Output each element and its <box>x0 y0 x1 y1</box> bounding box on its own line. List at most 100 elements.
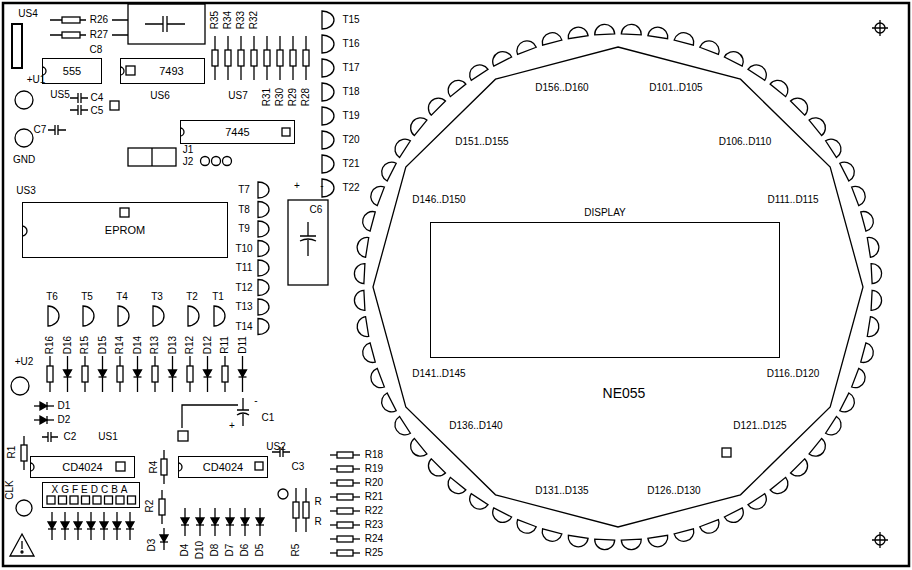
part-label: R5 <box>291 544 301 557</box>
solder-pad <box>110 101 119 110</box>
diode-symbol <box>99 376 107 377</box>
diode-symbol <box>48 522 56 529</box>
part-label: T2 <box>186 292 198 302</box>
part-label: R14 <box>115 336 125 354</box>
part-label: D6 <box>240 544 250 557</box>
part-label: D16 <box>63 336 73 354</box>
led-symbol <box>466 61 488 80</box>
diode-symbol <box>40 402 47 410</box>
led-symbol <box>867 236 880 257</box>
transistor-symbol <box>48 306 59 326</box>
solder-pad <box>255 462 263 470</box>
resistor-symbol <box>337 522 353 528</box>
diode-symbol <box>226 518 234 525</box>
header-pin <box>82 496 90 504</box>
resistor-symbol <box>117 366 123 382</box>
part-label: R12 <box>185 336 195 354</box>
part-label: R31 <box>262 88 272 106</box>
part-label: T12 <box>235 283 252 293</box>
led-group-outline <box>373 47 863 527</box>
led-group-label: D121..D125 <box>731 420 788 432</box>
chip-outline: CD4024 <box>30 456 135 478</box>
part-label: R23 <box>365 520 383 530</box>
part-label: D1 <box>58 401 71 411</box>
part-label: T13 <box>235 302 252 312</box>
transistor-symbol <box>322 83 334 101</box>
resistor-symbol <box>337 550 353 556</box>
capacitor-symbol <box>300 222 316 256</box>
part-label: R30 <box>275 88 285 106</box>
diode-symbol <box>256 518 264 525</box>
diode-symbol <box>181 524 189 525</box>
terminal-pad <box>15 91 33 109</box>
diode-symbol <box>134 370 142 377</box>
terminal-pad <box>278 489 288 499</box>
part-label: T7 <box>238 185 250 195</box>
part-label: US7 <box>228 91 247 101</box>
led-symbol <box>700 38 722 55</box>
led-symbol <box>700 520 722 537</box>
part-label: C5 <box>91 106 104 116</box>
part-label: NE055 <box>603 386 646 400</box>
diode-symbol <box>40 416 47 424</box>
part-label: R26 <box>90 15 108 25</box>
resistor-symbol <box>337 494 353 500</box>
terminal-pad <box>16 500 32 516</box>
part-label: R24 <box>365 534 383 544</box>
warning-mark <box>21 541 22 549</box>
part-label: US5 <box>50 90 69 100</box>
diode-symbol <box>61 522 69 529</box>
warning-mark <box>21 551 23 553</box>
diode-symbol <box>160 541 168 542</box>
led-symbol <box>356 236 369 257</box>
component-outlines <box>3 3 909 566</box>
chip-name: 555 <box>63 66 81 77</box>
resistor-symbol <box>212 50 218 66</box>
transistor-symbol <box>322 11 334 29</box>
display-heading: DISPLAY <box>584 208 626 218</box>
part-label: - <box>254 396 257 406</box>
part-label: R15 <box>80 336 90 354</box>
led-group-label: D126..D130 <box>645 485 702 497</box>
part-label: R13 <box>150 336 160 354</box>
part-label: US6 <box>150 91 169 101</box>
transistor-symbol <box>118 306 129 326</box>
part-label: D15 <box>98 336 108 354</box>
led-symbol <box>466 494 488 513</box>
part-label: R4 <box>149 461 159 474</box>
solder-pad <box>126 66 135 75</box>
mounting-hole-cross <box>872 532 888 548</box>
transistor-symbol <box>258 280 269 296</box>
led-group-label: D116..D120 <box>765 368 822 380</box>
resistor-symbol <box>303 50 309 66</box>
display-outline: DISPLAY <box>430 222 780 358</box>
part-label: R28 <box>301 88 311 106</box>
diode-symbol <box>169 370 177 377</box>
part-label: T6 <box>46 292 58 302</box>
part-label: C8 <box>90 45 103 55</box>
chip-outline: EPROM <box>22 202 228 258</box>
part-label: T1 <box>212 292 224 302</box>
transistor-symbol <box>258 241 269 257</box>
diode-symbol <box>46 402 47 410</box>
header-pin <box>128 496 136 504</box>
diode-symbol <box>64 376 72 377</box>
part-label: T15 <box>342 15 359 25</box>
diode-symbol <box>134 376 142 377</box>
jumper-outline <box>128 148 176 166</box>
diode-symbol <box>181 518 189 525</box>
led-symbol <box>354 290 365 310</box>
terminal-pad <box>11 377 29 395</box>
led-group-label: D106..D110 <box>717 136 774 148</box>
part-label: C3 <box>292 462 305 472</box>
led-symbol <box>360 343 375 365</box>
led-symbol <box>514 38 536 55</box>
part-label: C2 <box>64 432 77 442</box>
resistor-symbol <box>337 466 353 472</box>
transistor-symbol <box>322 155 334 173</box>
transistor-symbol <box>188 306 199 326</box>
diode-symbol <box>126 522 134 529</box>
chip-name: XGFEDCBA <box>51 485 130 495</box>
led-symbol <box>594 539 614 550</box>
transistor-symbol <box>322 179 334 197</box>
